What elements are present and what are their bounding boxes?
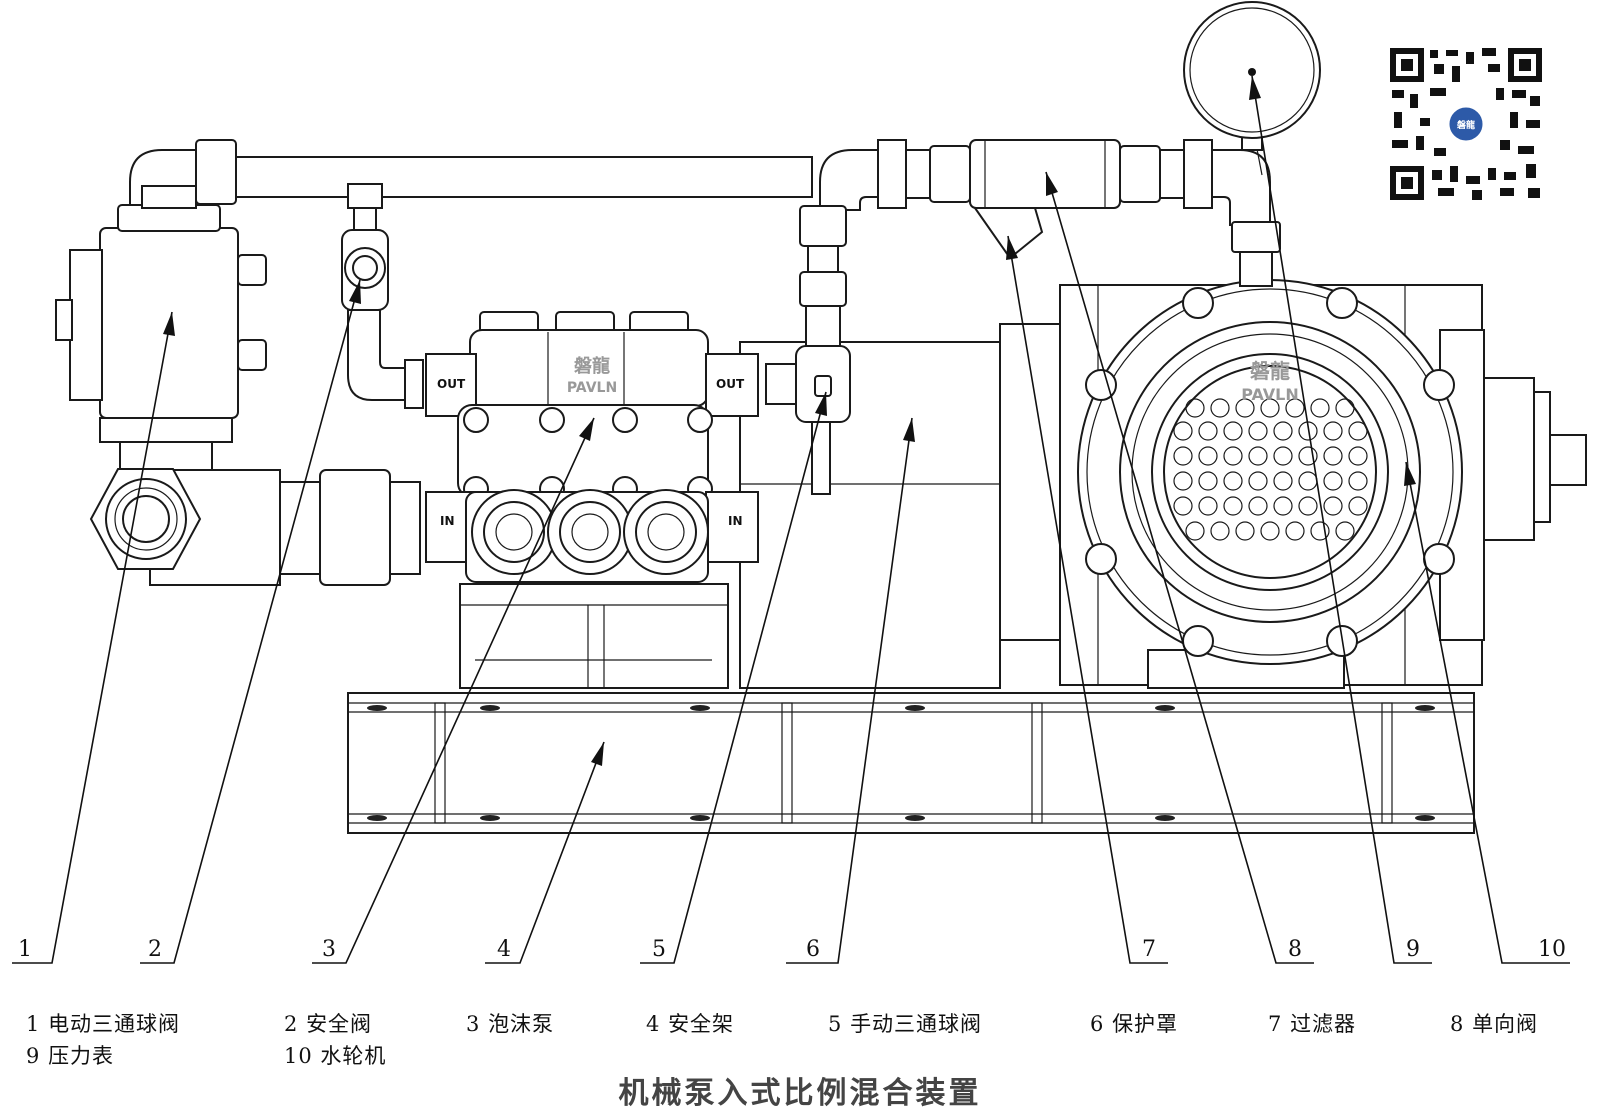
callout-7: 7: [1142, 937, 1156, 962]
legend-label: 安全架: [668, 1012, 735, 1036]
in-label-left: IN: [440, 514, 455, 528]
legend-item-10: 10 水轮机: [284, 1040, 386, 1070]
legend-label: 水轮机: [320, 1044, 387, 1068]
legend-item-6: 6 保护罩: [1090, 1008, 1178, 1038]
callout-6: 6: [806, 937, 820, 962]
legend-num: 6: [1090, 1012, 1105, 1036]
manual-ball-valve: [765, 205, 851, 495]
safety-frame: [347, 692, 1475, 834]
callout-3: 3: [322, 937, 336, 962]
diagram-title: 机械泵入式比例混合装置: [618, 1076, 982, 1111]
legend-label: 电动三通球阀: [48, 1012, 181, 1036]
pump-brand-en: PAVLN: [567, 380, 617, 396]
turbine-brand-en: PAVLN: [1241, 385, 1299, 404]
pump-brand-cn: 磐龍: [574, 355, 610, 377]
foam-pump: 磐龍 PAVLN OUT OUT IN IN: [425, 311, 759, 583]
out-label-right: OUT: [716, 377, 745, 391]
legend-num: 4: [646, 1012, 661, 1036]
in-label-right: IN: [728, 514, 743, 528]
callout-9: 9: [1406, 937, 1420, 962]
legend-num: 10: [284, 1044, 313, 1068]
legend-label: 手动三通球阀: [850, 1012, 983, 1036]
legend-num: 5: [828, 1012, 843, 1036]
legend-label: 安全阀: [306, 1012, 373, 1036]
qr-logo-text: 磐龍: [1456, 119, 1475, 131]
callout-1: 1: [18, 937, 32, 962]
legend-num: 1: [26, 1012, 41, 1036]
legend-item-8: 8 单向阀: [1450, 1008, 1538, 1038]
callout-5: 5: [652, 937, 666, 962]
turbine-brand-cn: 磐龍: [1250, 359, 1290, 383]
legend-item-3: 3 泡沫泵: [466, 1008, 554, 1038]
legend-item-1: 1 电动三通球阀: [26, 1008, 180, 1038]
legend-label: 单向阀: [1472, 1012, 1539, 1036]
callout-10: 10: [1538, 937, 1566, 962]
legend-item-9: 9 压力表: [26, 1040, 114, 1070]
legend-num: 7: [1268, 1012, 1283, 1036]
electric-ball-valve: [55, 185, 421, 586]
legend-item-4: 4 安全架: [646, 1008, 734, 1038]
legend-label: 过滤器: [1290, 1012, 1357, 1036]
callout-4: 4: [497, 937, 511, 962]
legend-label: 泡沫泵: [488, 1012, 555, 1036]
turbine-inlet-fitting: [1231, 221, 1281, 287]
pump-stand: [459, 583, 729, 689]
legend-num: 3: [466, 1012, 481, 1036]
water-turbine: 磐龍 PAVLN: [1059, 279, 1587, 689]
legend-num: 2: [284, 1012, 299, 1036]
out-label-left: OUT: [437, 377, 466, 391]
legend-label: 压力表: [48, 1044, 115, 1068]
legend-item-2: 2 安全阀: [284, 1008, 372, 1038]
legend-item-5: 5 手动三通球阀: [828, 1008, 982, 1038]
qr-code: 磐龍: [1388, 46, 1544, 202]
pressure-gauge: [1183, 1, 1321, 151]
leader-lines: [12, 75, 1570, 964]
safety-valve: [341, 183, 424, 409]
callout-2: 2: [148, 937, 162, 962]
legend-item-7: 7 过滤器: [1268, 1008, 1356, 1038]
callout-8: 8: [1288, 937, 1302, 962]
turbine-grid: [1173, 398, 1368, 541]
legend-label: 保护罩: [1112, 1012, 1179, 1036]
top-piping: [129, 34, 1271, 260]
legend-num: 9: [26, 1044, 41, 1068]
legend-num: 8: [1450, 1012, 1465, 1036]
